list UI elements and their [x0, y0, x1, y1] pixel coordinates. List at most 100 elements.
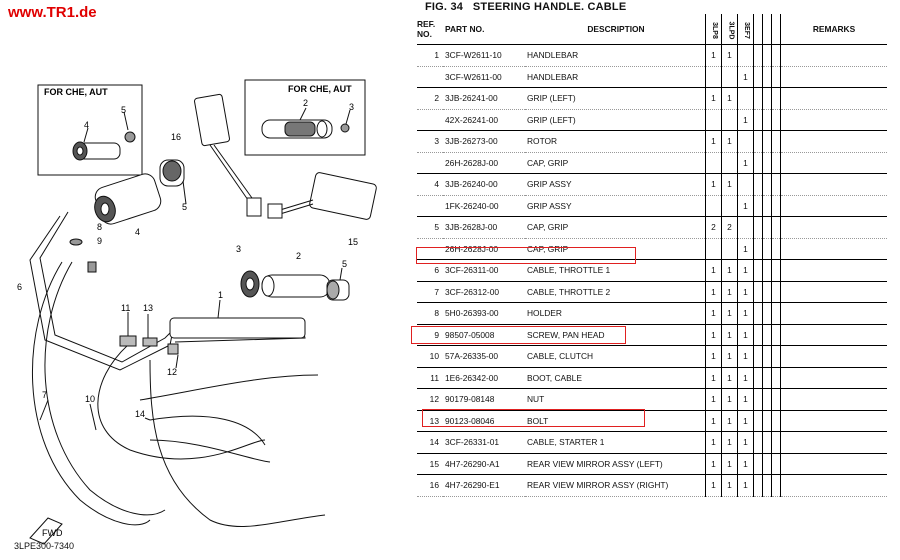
empty-2-cell: [762, 66, 772, 88]
qty-2-cell: 1: [721, 280, 738, 303]
qty-2-cell: 1: [721, 452, 738, 475]
callout-15: 15: [348, 237, 358, 247]
inset-box-left: [37, 84, 143, 176]
description-cell: CAP, GRIP: [525, 216, 706, 239]
empty-1-cell: [753, 452, 763, 475]
empty-1-cell: [753, 109, 763, 131]
qty-3-cell: 1: [737, 195, 754, 217]
qty-1-cell: 1: [705, 130, 722, 153]
qty-3-cell: [737, 173, 754, 196]
header-qty-3-label: 3EF7: [742, 22, 750, 39]
empty-1-cell: [753, 345, 763, 368]
figure-title: FIG. 34 STEERING HANDLE. CABLE: [425, 1, 626, 13]
header-qty-1: 3LP8: [705, 14, 722, 45]
part-no-cell: 3JB-26240-00: [443, 173, 525, 196]
qty-1-cell: [705, 109, 722, 131]
empty-2-cell: [762, 44, 772, 67]
empty-2-cell: [762, 259, 772, 282]
parts-diagram: FWD FOR CHE, AUT FOR CHE, AUT 1 2 2 3 3 …: [17, 79, 377, 545]
empty-3-cell: [771, 452, 781, 475]
qty-2-cell: 1: [721, 302, 738, 325]
empty-3-cell: [771, 388, 781, 411]
part-no-cell: 3CF-26312-00: [443, 280, 525, 303]
empty-3-cell: [771, 366, 781, 389]
callout-2-inset: 2: [303, 98, 308, 108]
qty-3-cell: 1: [737, 302, 754, 325]
diagram-code: 3LPE300-7340: [14, 541, 75, 551]
part-no-cell: 3JB-2628J-00: [443, 216, 525, 239]
empty-3-cell: [771, 173, 781, 196]
empty-3-cell: [771, 87, 781, 110]
qty-2-cell: [721, 238, 738, 260]
callout-1: 1: [218, 290, 223, 300]
description-cell: NUT: [525, 388, 706, 411]
callout-11: 11: [121, 303, 130, 313]
mirror-right-drawing: [194, 93, 262, 217]
description-cell: REAR VIEW MIRROR ASSY (RIGHT): [525, 474, 706, 497]
qty-3-cell: 1: [737, 366, 754, 389]
throttle-cable-1: [31, 261, 151, 526]
fwd-arrow-icon: [29, 517, 63, 545]
qty-3-cell: 1: [737, 409, 754, 432]
remarks-cell: [780, 87, 887, 110]
qty-1-cell: 1: [705, 87, 722, 110]
throttle-cable-2: [44, 261, 166, 516]
remarks-cell: [780, 195, 887, 217]
callout-4: 4: [135, 227, 140, 237]
empty-1-cell: [753, 431, 763, 454]
header-qty-1-label: 3LP8: [710, 22, 718, 39]
highlight-throttle-cable-1: [416, 247, 636, 264]
empty-3-cell: [771, 66, 781, 88]
remarks-cell: [780, 259, 887, 282]
qty-1-cell: 1: [705, 388, 722, 411]
empty-3-cell: [771, 238, 781, 260]
remarks-cell: [780, 280, 887, 303]
empty-3-cell: [771, 431, 781, 454]
header-empty-2: [762, 14, 772, 45]
part-no-cell: 3JB-26241-00: [443, 87, 525, 110]
site-watermark[interactable]: www.TR1.de: [8, 4, 97, 21]
empty-3-cell: [771, 109, 781, 131]
header-qty-2: 3LPD: [721, 14, 738, 45]
part-no-cell: 42X-26241-00: [443, 109, 525, 131]
qty-1-cell: 1: [705, 431, 722, 454]
inset-left-title: FOR CHE, AUT: [44, 87, 108, 97]
empty-3-cell: [771, 302, 781, 325]
remarks-cell: [780, 238, 887, 260]
qty-3-cell: 1: [737, 66, 754, 88]
remarks-cell: [780, 152, 887, 174]
header-empty-1: [753, 14, 763, 45]
ref-cell: 15: [417, 452, 443, 475]
ref-cell: 14: [417, 431, 443, 454]
part-no-cell: 57A-26335-00: [443, 345, 525, 368]
qty-3-cell: 1: [737, 431, 754, 454]
highlight-clutch-cable: [411, 326, 626, 344]
remarks-cell: [780, 44, 887, 67]
part-no-cell: 1E6-26342-00: [443, 366, 525, 389]
empty-2-cell: [762, 109, 772, 131]
qty-1-cell: [705, 195, 722, 217]
ref-cell: [417, 66, 443, 88]
parts-table: REF. NO. PART NO. DESCRIPTION 3LP8 3LPD …: [417, 14, 887, 497]
ref-cell: [417, 152, 443, 174]
callout-3: 3: [236, 244, 241, 254]
empty-1-cell: [753, 302, 763, 325]
qty-2-cell: 1: [721, 474, 738, 497]
remarks-cell: [780, 345, 887, 368]
ref-cell: 10: [417, 345, 443, 368]
empty-3-cell: [771, 345, 781, 368]
starter-cable: [149, 359, 326, 527]
ref-cell: 12: [417, 388, 443, 411]
empty-1-cell: [753, 152, 763, 174]
qty-1-cell: 1: [705, 280, 722, 303]
empty-1-cell: [753, 238, 763, 260]
